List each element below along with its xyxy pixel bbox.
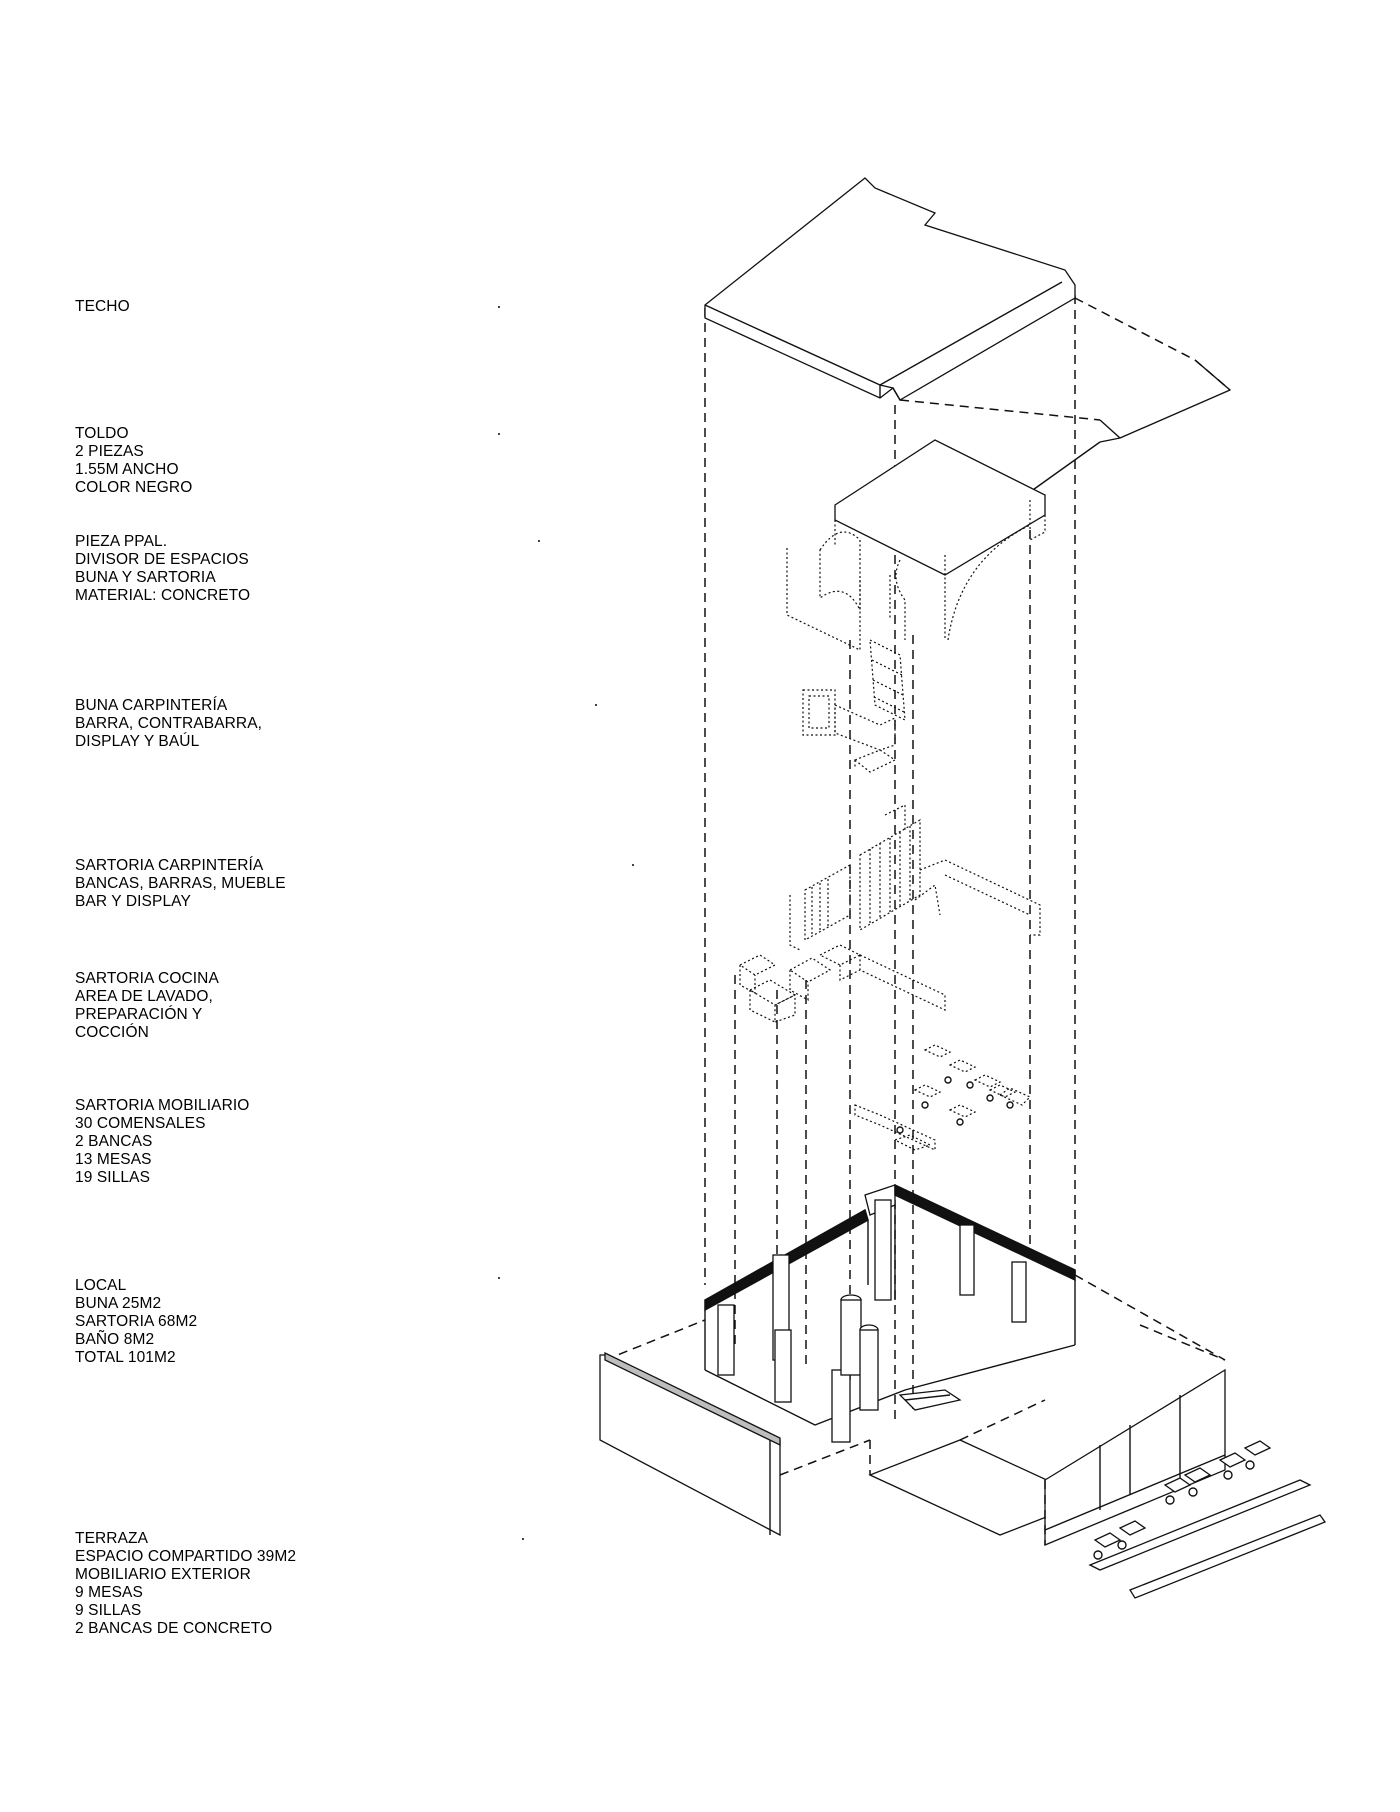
- label-detail: 2 BANCAS DE CONCRETO: [75, 1620, 273, 1637]
- label-detail: 2 BANCAS: [75, 1133, 153, 1150]
- sartoria-furniture: [854, 1044, 1032, 1151]
- roof-slab: [704, 177, 1076, 401]
- label-detail: COCCIÓN: [75, 1024, 149, 1041]
- leader-dot: [498, 306, 500, 308]
- label-detail: ESPACIO COMPARTIDO 39M2: [75, 1548, 297, 1565]
- label-title: SARTORIA MOBILIARIO: [75, 1097, 250, 1114]
- label-title: TOLDO: [75, 425, 129, 442]
- label-detail: DIVISOR DE ESPACIOS: [75, 551, 249, 568]
- label-title: BUNA CARPINTERÍA: [75, 697, 228, 714]
- label-title: SARTORIA COCINA: [75, 970, 219, 987]
- leader-dot: [498, 1277, 500, 1279]
- local-floor-plan: [599, 1183, 1226, 1537]
- leader-dot: [498, 433, 500, 435]
- label-detail: 9 SILLAS: [75, 1602, 142, 1619]
- leader-dot: [522, 1538, 524, 1540]
- label-detail: BANCAS, BARRAS, MUEBLE: [75, 875, 286, 892]
- label-detail: 19 SILLAS: [75, 1169, 151, 1186]
- label-detail: BAÑO 8M2: [75, 1331, 155, 1348]
- label-title: SARTORIA CARPINTERÍA: [75, 857, 264, 874]
- leader-dot: [632, 864, 634, 866]
- label-detail: MATERIAL: CONCRETO: [75, 587, 251, 604]
- awning: [899, 297, 1231, 493]
- leader-dot: [538, 540, 540, 542]
- label-detail: 1.55M ANCHO: [75, 461, 179, 478]
- outdoor-table: [1093, 1440, 1272, 1548]
- label-title: TECHO: [75, 298, 130, 315]
- label-title: PIEZA PPAL.: [75, 533, 168, 550]
- terrace: [868, 1324, 1327, 1599]
- main-concrete-divider: [786, 439, 1046, 651]
- sartoria-carpentry: [789, 804, 1041, 951]
- leader-dot: [595, 704, 597, 706]
- column: [717, 1199, 1027, 1443]
- label-detail: BUNA Y SARTORIA: [75, 569, 216, 586]
- label-detail: DISPLAY Y BAÚL: [75, 733, 200, 750]
- label-title: LOCAL: [75, 1277, 127, 1294]
- buna-carpentry: [802, 638, 906, 773]
- label-detail: BARRA, CONTRABARRA,: [75, 715, 263, 732]
- label-detail: 13 MESAS: [75, 1151, 152, 1168]
- sartoria-kitchen: [738, 944, 946, 1023]
- outdoor-chair: [1093, 1460, 1255, 1560]
- label-detail: 9 MESAS: [75, 1584, 143, 1601]
- label-detail: 30 COMENSALES: [75, 1115, 206, 1132]
- label-detail: MOBILIARIO EXTERIOR: [75, 1566, 251, 1583]
- label-techo: TECHO: [75, 298, 130, 316]
- projection-lines: [704, 295, 1076, 1420]
- label-detail: AREA DE LAVADO,: [75, 988, 213, 1005]
- label-detail: SARTORIA 68M2: [75, 1313, 198, 1330]
- label-detail: TOTAL 101M2: [75, 1349, 176, 1366]
- label-detail: BUNA 25M2: [75, 1295, 162, 1312]
- label-detail: PREPARACIÓN Y: [75, 1006, 203, 1023]
- label-title: TERRAZA: [75, 1530, 149, 1547]
- label-detail: COLOR NEGRO: [75, 479, 193, 496]
- label-detail: 2 PIEZAS: [75, 443, 144, 460]
- label-detail: BAR Y DISPLAY: [75, 893, 191, 910]
